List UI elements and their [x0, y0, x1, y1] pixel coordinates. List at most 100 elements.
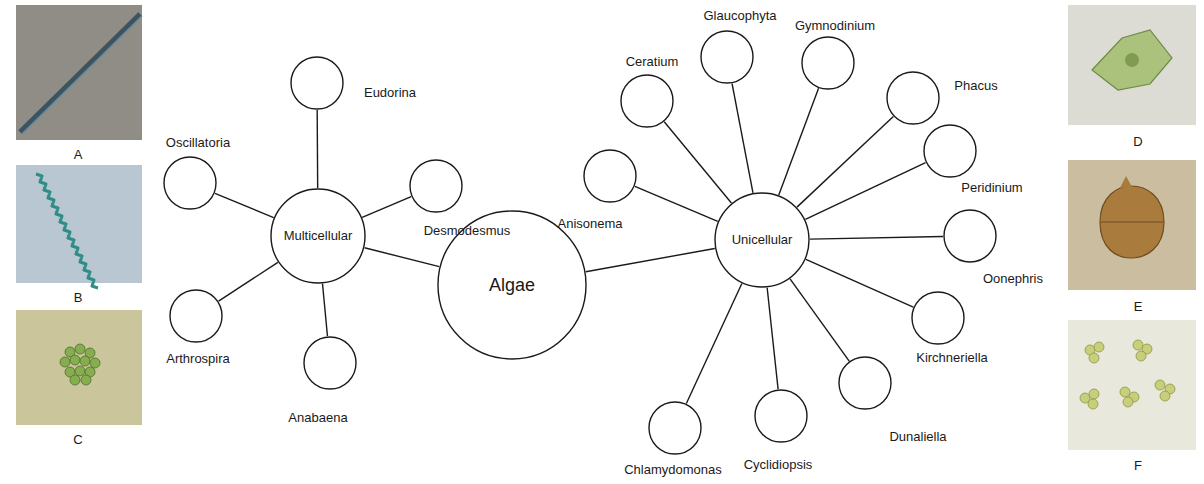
circle-outline	[583, 149, 637, 203]
genus-circle: Peridinium	[923, 124, 977, 178]
connector-line	[664, 122, 731, 203]
connector-line	[215, 193, 274, 217]
genus-circle: Oonephris	[943, 209, 997, 263]
circle-outline	[801, 36, 855, 90]
circle-shape	[802, 37, 854, 89]
genus-label: Oonephris	[983, 272, 1043, 287]
colony-figure	[60, 344, 100, 385]
connector-line	[362, 197, 411, 218]
genus-circle: Anabaena	[303, 336, 357, 390]
genus-circle: Ceratium	[620, 74, 674, 128]
category-circle: Unicellular	[714, 192, 810, 288]
genus-label: Phacus	[954, 79, 997, 94]
genus-label: Oscillatoria	[166, 136, 230, 151]
cell-figure	[1092, 30, 1172, 90]
circle-shape	[715, 193, 809, 287]
filament-figure	[20, 14, 140, 132]
panel-letter: D	[1133, 135, 1142, 150]
genus-label: Glaucophyta	[704, 9, 777, 24]
genus-circle: Kirchneriella	[911, 291, 965, 345]
genus-label: Chlamydomonas	[624, 463, 722, 478]
genus-label: Desmodesmus	[424, 224, 511, 239]
panel-letter: A	[74, 148, 83, 163]
circle-outline	[754, 389, 808, 443]
genus-label: Anabaena	[288, 411, 347, 426]
circle-outline	[923, 124, 977, 178]
panel-letter: F	[1134, 459, 1142, 474]
genus-circle: Chlamydomonas	[648, 401, 702, 455]
connector-line	[779, 88, 819, 195]
genus-label: Eudorina	[364, 86, 416, 101]
connector-line	[686, 284, 742, 404]
connector-line	[586, 249, 715, 272]
circle-outline	[409, 159, 463, 213]
circle-shape	[271, 189, 365, 283]
genus-circle: Anisonema	[583, 149, 637, 203]
circle-shape	[410, 160, 462, 212]
circle-outline	[700, 30, 754, 84]
genus-label: Arthrospira	[166, 352, 230, 367]
cell-figure	[1120, 176, 1132, 188]
micrograph-photo	[16, 5, 142, 140]
circle-shape	[170, 290, 222, 342]
cell-figure	[1100, 186, 1164, 258]
circle-shape	[164, 157, 216, 209]
genus-label: Cyclidiopsis	[744, 458, 813, 473]
micrograph-photo	[1068, 5, 1196, 125]
spiral-figure	[36, 174, 98, 288]
genus-circle: Glaucophyta	[700, 30, 754, 84]
category-circle: Multicellular	[270, 188, 366, 284]
connector-line	[806, 259, 913, 307]
circle-shape	[839, 357, 891, 409]
cell-figure	[1101, 222, 1163, 223]
genus-circle: Gymnodinium	[801, 36, 855, 90]
connector-line	[732, 84, 753, 193]
circle-shape	[701, 31, 753, 83]
connector-line	[767, 288, 778, 389]
genus-label: Ceratium	[626, 55, 679, 70]
genus-label: Anisonema	[557, 217, 622, 232]
panel-letter: E	[1134, 300, 1143, 315]
micrograph-photo	[16, 310, 142, 425]
circle-outline	[886, 71, 940, 125]
micrograph-photo	[1068, 160, 1196, 290]
connector-line	[635, 186, 718, 221]
genus-label: Gymnodinium	[795, 19, 875, 34]
circle-outline	[943, 209, 997, 263]
filament-figure	[22, 16, 142, 134]
connector-line	[810, 237, 943, 240]
circle-outline	[911, 291, 965, 345]
circle-shape	[755, 390, 807, 442]
circle-shape	[912, 292, 964, 344]
circle-shape	[291, 57, 343, 109]
micrograph-photo	[1068, 320, 1196, 450]
circle-outline	[163, 156, 217, 210]
panel-letter: C	[73, 433, 82, 448]
connector-line	[323, 284, 328, 336]
genus-circle: Eudorina	[290, 56, 344, 110]
connector-line	[797, 116, 893, 207]
genus-label: Kirchneriella	[916, 351, 988, 366]
connector-line	[790, 279, 849, 361]
circle-shape	[649, 402, 701, 454]
circle-shape	[944, 210, 996, 262]
micrograph-photo	[16, 165, 142, 283]
connector-line	[219, 262, 278, 301]
circle-outline	[169, 289, 223, 343]
circle-shape	[304, 337, 356, 389]
genus-label: Peridinium	[961, 181, 1022, 196]
cell-figure	[1080, 340, 1175, 409]
circle-outline	[648, 401, 702, 455]
cell-figure	[1125, 53, 1139, 67]
connector-line	[316, 110, 318, 188]
connector-line	[365, 248, 440, 267]
category-label: Unicellular	[732, 233, 793, 248]
circle-shape	[621, 75, 673, 127]
circle-shape	[584, 150, 636, 202]
circle-shape	[924, 125, 976, 177]
genus-circle: Oscillatoria	[163, 156, 217, 210]
circle-shape	[887, 72, 939, 124]
genus-circle: Cyclidiopsis	[754, 389, 808, 443]
